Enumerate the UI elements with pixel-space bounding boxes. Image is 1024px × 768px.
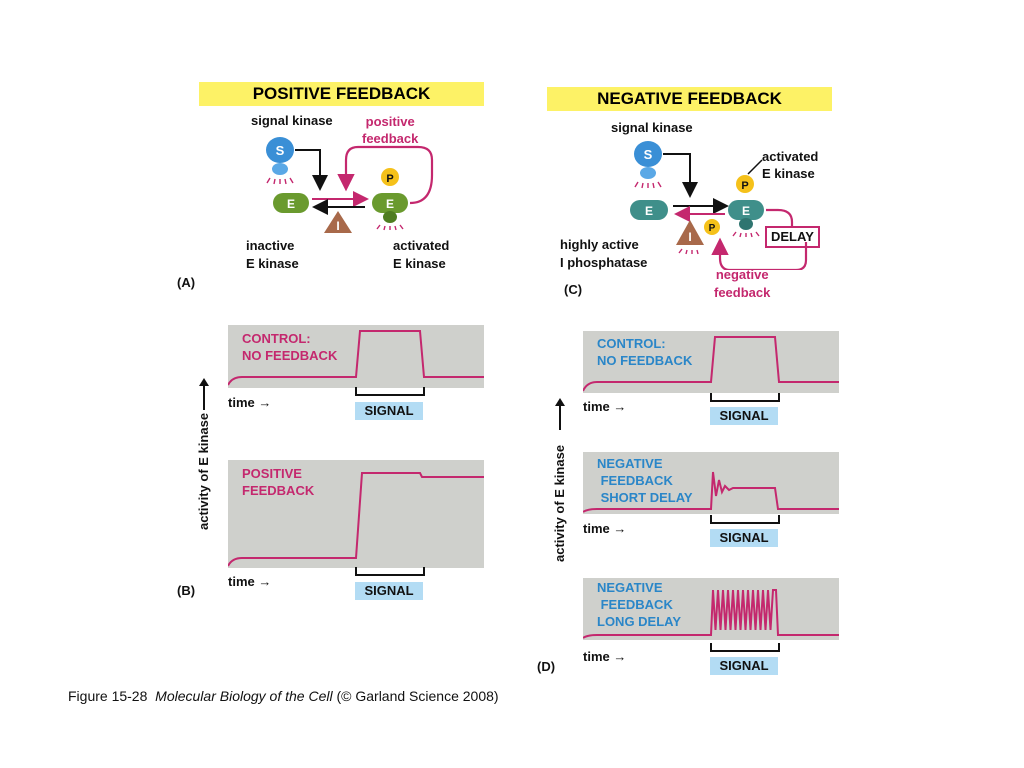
panel-b-plot-control-title: CONTROL: NO FEEDBACK: [242, 331, 338, 363]
panel-c-diagram: S E I P P E: [630, 141, 808, 270]
svg-text:P: P: [709, 223, 716, 234]
panel-d-signal-bracket-3: [710, 643, 780, 652]
panel-a-banner: POSITIVE FEEDBACK: [199, 82, 484, 106]
panel-a-inactive-label: inactive E kinase: [246, 238, 299, 271]
panel-b-signal-2: SIGNAL: [355, 582, 423, 600]
svg-text:E: E: [742, 204, 750, 218]
svg-text:S: S: [644, 147, 653, 162]
panel-d-letter: (D): [537, 659, 556, 674]
inactive-e-kinase-icon: E: [273, 193, 309, 213]
panel-d-time-label-3: time →: [583, 649, 627, 664]
panel-b-plot-positive-trace: [228, 472, 484, 567]
panel-a-positive-feedback-label: positive feedback: [362, 114, 419, 146]
panel-c-signal-kinase-label: signal kinase: [611, 120, 693, 135]
panel-b-signal-1: SIGNAL: [355, 402, 423, 420]
panel-d-signal-bracket-1: [710, 393, 780, 402]
panel-d-plot-long-delay-title: NEGATIVE FEEDBACK LONG DELAY: [597, 580, 682, 629]
panel-c-negative-feedback-label: negative feedback: [714, 267, 771, 300]
panel-b-time-label-1: time →: [228, 395, 272, 410]
panel-b-signal-bracket-2: [355, 567, 425, 576]
svg-text:E: E: [386, 197, 394, 211]
panel-b-signal-bracket-1: [355, 387, 425, 396]
phosphatase-icon: I: [324, 211, 352, 233]
panel-c-banner: NEGATIVE FEEDBACK: [547, 87, 832, 111]
signal-kinase-icon: S: [634, 141, 662, 189]
panel-b-time-label-2: time →: [228, 574, 272, 589]
panel-d-signal-bracket-2: [710, 515, 780, 524]
panel-b-yaxis-arrow: [199, 378, 209, 410]
activated-e-kinase-icon: P E: [728, 175, 764, 238]
panel-a-activated-label: activated E kinase: [393, 238, 450, 271]
svg-text:P: P: [386, 173, 393, 185]
panel-c-activated-label: activated E kinase: [762, 149, 819, 181]
panel-d-plot-short-delay-trace: [583, 471, 839, 513]
svg-text:S: S: [276, 143, 285, 158]
panel-a-signal-kinase-label: signal kinase: [251, 113, 333, 128]
panel-d-time-label-2: time →: [583, 521, 627, 536]
svg-text:I: I: [688, 230, 691, 244]
panel-c-delay-box: DELAY: [765, 226, 820, 248]
svg-text:E: E: [287, 197, 295, 211]
panel-d-plot-control-trace: [583, 336, 839, 392]
panel-d-signal-3: SIGNAL: [710, 657, 778, 675]
svg-text:I: I: [336, 219, 339, 233]
inactive-e-kinase-icon: E: [630, 200, 668, 220]
panel-a-letter: (A): [177, 275, 196, 290]
panel-b-ylabel: activity of E kinase: [196, 412, 211, 530]
svg-text:E: E: [645, 204, 653, 218]
panel-c-highly-active-label: highly active I phosphatase: [560, 237, 648, 270]
panel-c-letter: (C): [564, 282, 583, 297]
panel-d-signal-1: SIGNAL: [710, 407, 778, 425]
panel-b-letter: (B): [177, 583, 196, 598]
panel-d-plot-control-title: CONTROL: NO FEEDBACK: [597, 336, 693, 368]
panel-d-ylabel: activity of E kinase: [552, 444, 567, 562]
panel-d-time-label-1: time →: [583, 399, 627, 414]
panel-d-plot-short-delay-title: NEGATIVE FEEDBACK SHORT DELAY: [597, 456, 693, 505]
panel-d-signal-2: SIGNAL: [710, 529, 778, 547]
panel-b-plot-control-trace: [228, 330, 484, 386]
phosphatase-icon: I P: [676, 219, 720, 255]
activated-e-kinase-icon: P E: [372, 168, 408, 231]
panel-d-yaxis-arrow: [555, 398, 565, 430]
figure-caption: Figure 15-28 Molecular Biology of the Ce…: [68, 688, 499, 704]
svg-text:P: P: [741, 180, 748, 192]
panel-a-diagram: S E I P E: [266, 137, 434, 233]
signal-kinase-icon: S: [266, 137, 294, 185]
panel-d-plot-long-delay-trace: [583, 589, 839, 639]
panel-b-plot-positive-title: POSITIVE FEEDBACK: [242, 466, 315, 498]
